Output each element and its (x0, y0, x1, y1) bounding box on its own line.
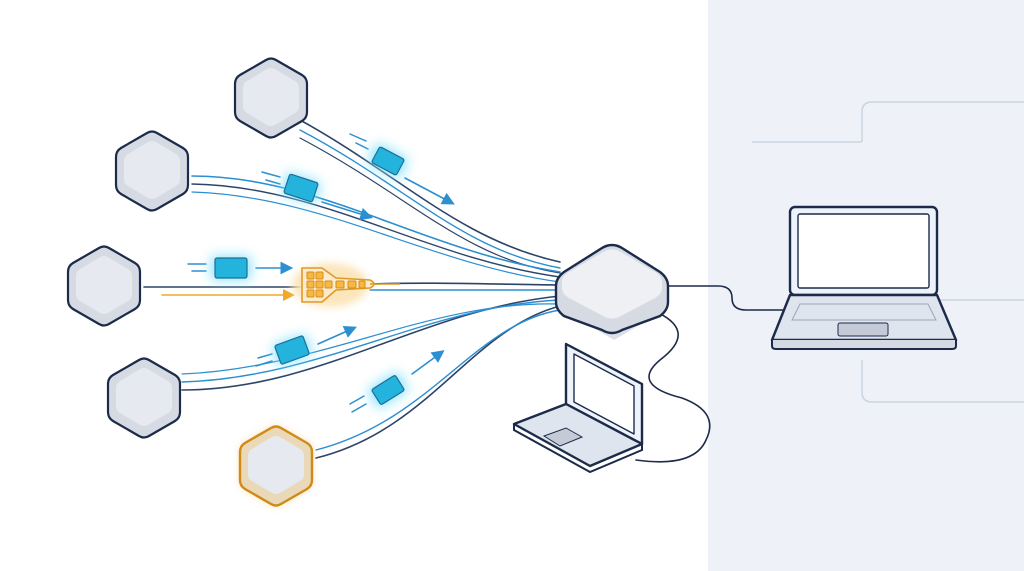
data-packet (368, 143, 408, 179)
data-packets (211, 143, 408, 408)
data-packet (368, 372, 408, 408)
source-node-4[interactable] (106, 357, 182, 439)
source-nodes (66, 57, 314, 507)
connection-lines (143, 119, 561, 459)
data-packet (272, 334, 312, 366)
laptop-back-icon[interactable] (770, 205, 958, 350)
source-node-5[interactable] (238, 425, 314, 507)
aggregated-bundle (292, 263, 400, 307)
source-node-2[interactable] (114, 130, 190, 212)
laptop-front-icon[interactable] (512, 342, 644, 474)
data-packet (211, 256, 251, 280)
central-hub[interactable] (554, 243, 670, 340)
motion-arrows (161, 133, 455, 413)
source-node-1[interactable] (233, 57, 309, 139)
hub-cables (635, 285, 789, 463)
source-node-3[interactable] (66, 245, 142, 327)
data-packet (281, 172, 321, 204)
